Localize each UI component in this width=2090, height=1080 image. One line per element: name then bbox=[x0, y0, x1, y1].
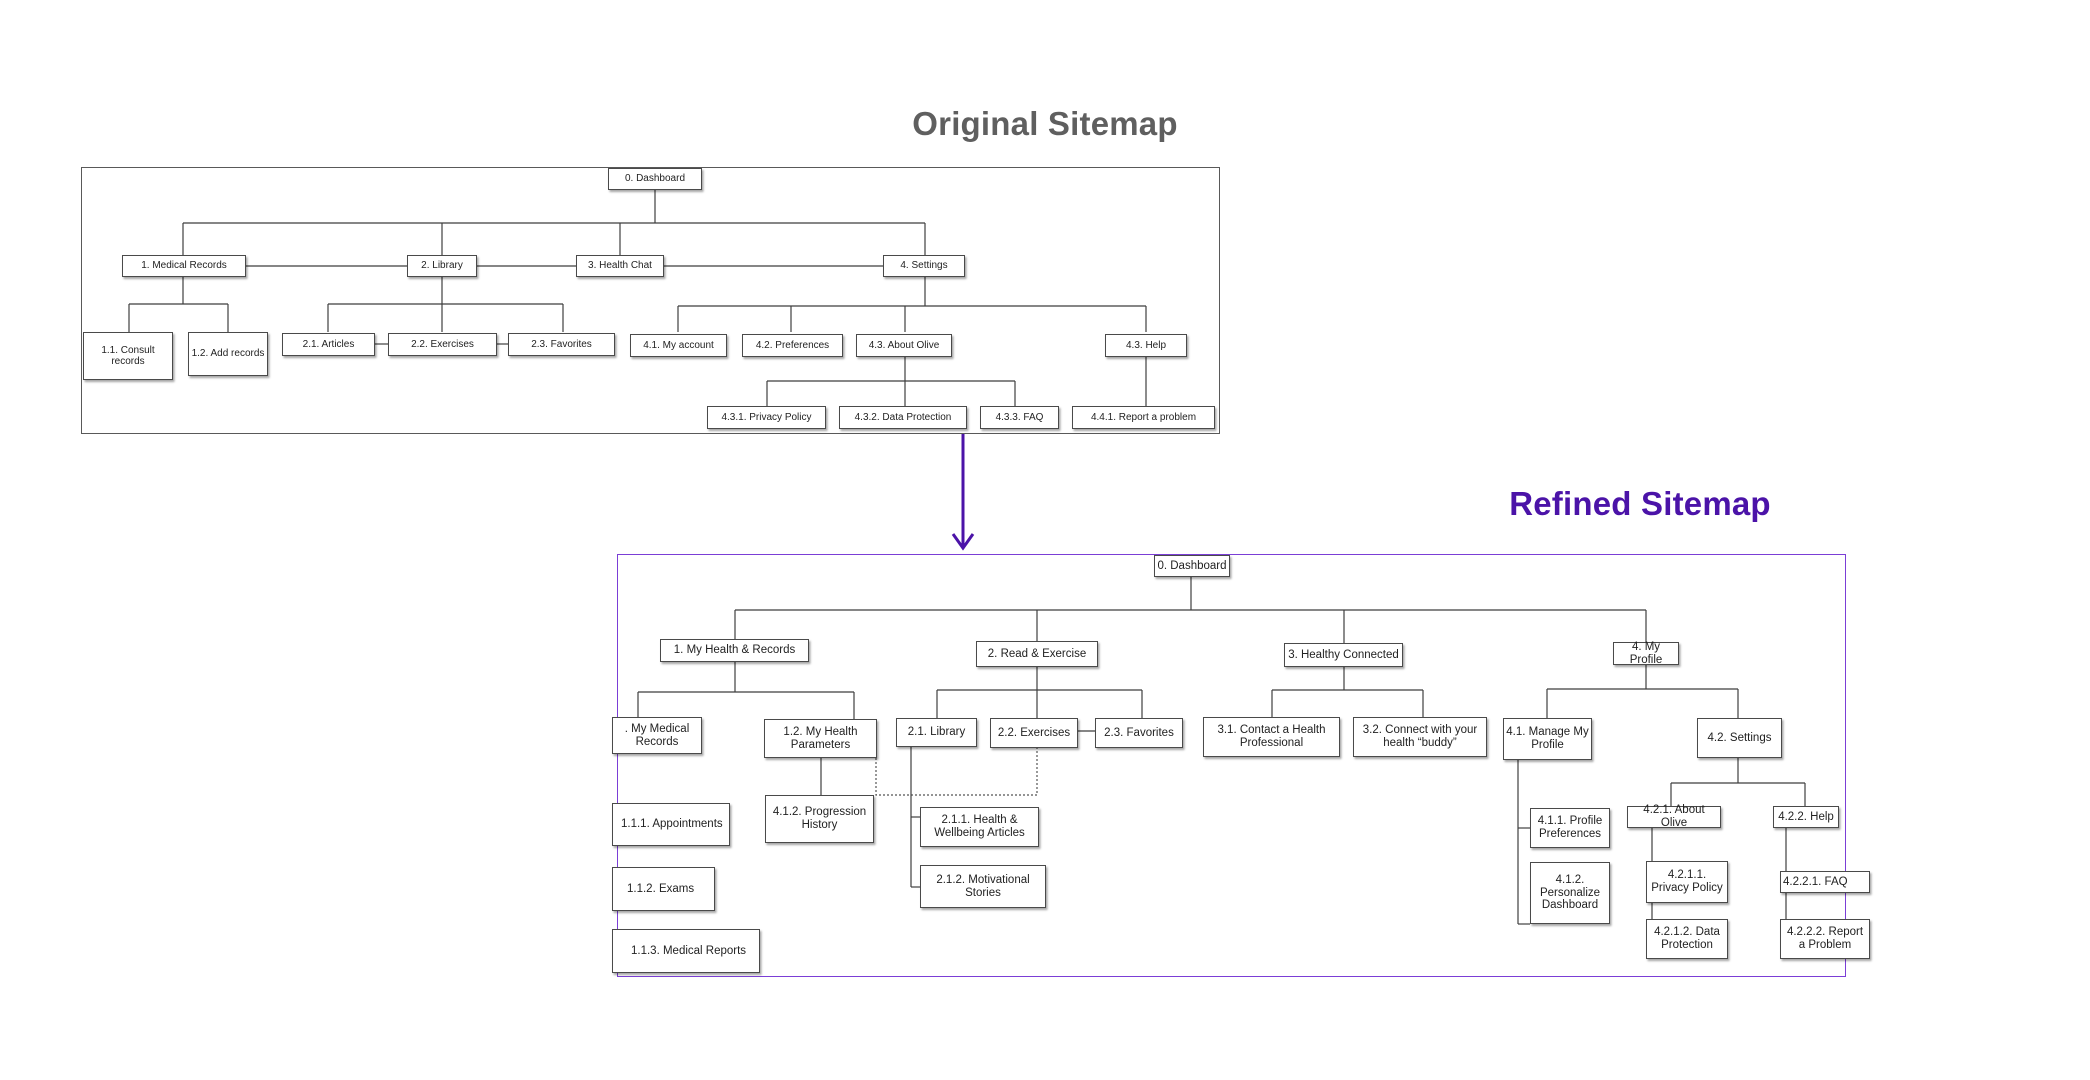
ref-node-motivational-stories: 2.1.2. Motivational Stories bbox=[920, 865, 1046, 908]
orig-node-report-problem: 4.4.1. Report a problem bbox=[1072, 406, 1215, 429]
orig-node-help: 4.3. Help bbox=[1105, 334, 1187, 357]
ref-node-health-wellbeing-articles: 2.1.1. Health & Wellbeing Articles bbox=[920, 807, 1039, 847]
orig-node-faq: 4.3.3. FAQ bbox=[980, 406, 1059, 429]
original-connectors bbox=[128, 189, 1147, 406]
ref-node-manage-my-profile: 4.1. Manage My Profile bbox=[1503, 718, 1592, 760]
orig-node-settings: 4. Settings bbox=[883, 255, 965, 277]
ref-node-healthy-connected: 3. Healthy Connected bbox=[1284, 643, 1403, 667]
ref-node-personalize-dashboard: 4.1.2. Personalize Dashboard bbox=[1530, 862, 1610, 924]
orig-node-data-protection: 4.3.2. Data Protection bbox=[839, 406, 967, 429]
orig-node-favorites: 2.3. Favorites bbox=[508, 333, 615, 356]
refined-connectors bbox=[637, 576, 1806, 941]
orig-node-health-chat: 3. Health Chat bbox=[576, 255, 664, 277]
ref-node-report-problem: 4.2.2.2. Report a Problem bbox=[1780, 919, 1870, 959]
orig-node-about-olive: 4.3. About Olive bbox=[856, 334, 952, 357]
ref-node-appointments: 1.1.1. Appointments bbox=[612, 803, 730, 846]
ref-node-faq: 4.2.2.1. FAQ bbox=[1780, 871, 1870, 893]
orig-node-my-account: 4.1. My account bbox=[630, 334, 727, 357]
ref-node-settings: 4.2. Settings bbox=[1697, 718, 1782, 758]
ref-node-about-olive: 4.2.1. About Olive bbox=[1627, 804, 1721, 829]
ref-node-favorites: 2.3. Favorites bbox=[1095, 718, 1183, 748]
ref-node-read-exercise: 2. Read & Exercise bbox=[976, 641, 1098, 667]
ref-node-profile-preferences: 4.1.1. Profile Preferences bbox=[1530, 808, 1610, 848]
ref-node-privacy-policy: 4.2.1.1. Privacy Policy bbox=[1646, 861, 1728, 903]
orig-node-medical-records: 1. Medical Records bbox=[122, 255, 246, 277]
orig-node-articles: 2.1. Articles bbox=[282, 333, 375, 356]
ref-node-progression-history: 4.1.2. Progression History bbox=[765, 795, 874, 843]
original-sitemap-title: Original Sitemap bbox=[912, 105, 1178, 142]
orig-node-exercises: 2.2. Exercises bbox=[388, 333, 497, 356]
ref-node-library: 2.1. Library bbox=[896, 718, 977, 747]
original-sitemap-frame: 0. Dashboard 1. Medical Records 2. Libra… bbox=[81, 167, 1220, 434]
refined-sitemap-frame: 0. Dashboard 1. My Health & Records 2. R… bbox=[612, 554, 1870, 977]
ref-node-my-medical-records: . My Medical Records bbox=[612, 717, 702, 754]
orig-node-preferences: 4.2. Preferences bbox=[742, 334, 843, 357]
ref-node-exams: 1.1.2. Exams bbox=[612, 867, 715, 911]
orig-node-library: 2. Library bbox=[407, 255, 477, 277]
orig-node-dashboard: 0. Dashboard bbox=[608, 168, 702, 190]
ref-node-my-health-parameters: 1.2. My Health Parameters bbox=[764, 719, 877, 758]
ref-node-medical-reports: 1.1.3. Medical Reports bbox=[612, 929, 760, 973]
ref-node-my-profile: 4. My Profile bbox=[1613, 641, 1679, 666]
ref-node-connect-buddy: 3.2. Connect with your health “buddy” bbox=[1353, 717, 1487, 757]
orig-node-add-records: 1.2. Add records bbox=[188, 332, 268, 376]
ref-node-help: 4.2.2. Help bbox=[1773, 806, 1839, 828]
ref-node-my-health-records: 1. My Health & Records bbox=[660, 639, 809, 662]
ref-node-dashboard: 0. Dashboard bbox=[1154, 555, 1230, 577]
refined-sitemap-title: Refined Sitemap bbox=[1509, 485, 1771, 522]
ref-node-data-protection: 4.2.1.2. Data Protection bbox=[1646, 919, 1728, 959]
ref-node-contact-health-professional: 3.1. Contact a Health Professional bbox=[1203, 717, 1340, 757]
orig-node-privacy-policy: 4.3.1. Privacy Policy bbox=[707, 406, 826, 429]
ref-node-exercises: 2.2. Exercises bbox=[990, 718, 1078, 748]
orig-node-consult-records: 1.1. Consult records bbox=[83, 332, 173, 380]
